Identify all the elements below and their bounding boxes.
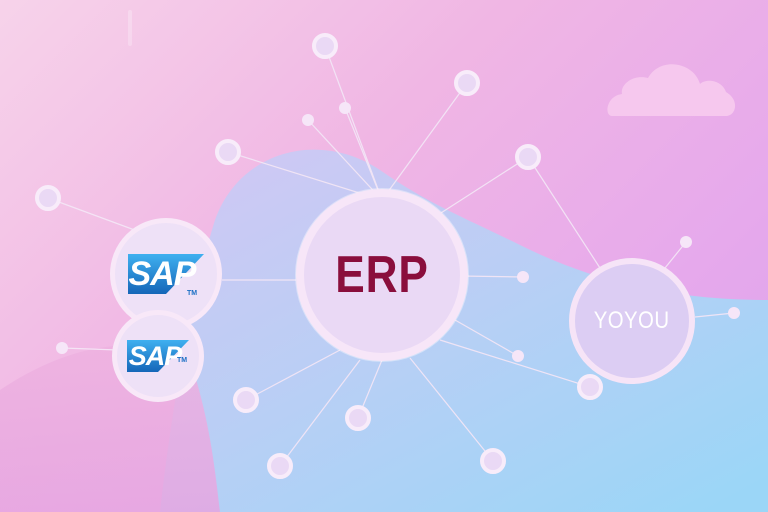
link-line <box>439 339 591 388</box>
sparkle-decoration <box>128 10 132 46</box>
link-line <box>454 319 519 357</box>
link-line <box>459 275 524 278</box>
network-dot <box>302 114 314 126</box>
network-dot <box>680 236 692 248</box>
yoyou-label: YOYOU <box>594 307 670 334</box>
network-dot <box>56 342 68 354</box>
network-node <box>233 387 259 413</box>
network-node <box>577 374 603 400</box>
network-dot <box>512 350 524 362</box>
sap-logo-text: SAP <box>128 340 183 371</box>
yoyou-node: YOYOU <box>569 258 695 384</box>
trademark-mark: TM <box>177 357 188 364</box>
erp-label: ERP <box>335 246 429 304</box>
link-line <box>245 349 341 401</box>
link-line <box>694 312 735 318</box>
network-node <box>35 185 61 211</box>
erp-hub-node: ERP <box>296 189 468 361</box>
network-node <box>515 144 541 170</box>
link-line <box>324 45 383 201</box>
sap-logo-shape <box>128 254 204 294</box>
network-dot <box>339 102 351 114</box>
link-line <box>61 347 119 351</box>
sap-logo-shape <box>127 340 189 372</box>
cloud-icon <box>607 64 736 116</box>
sap-node-secondary: SAP <box>112 310 204 402</box>
trademark-mark: TM <box>187 290 198 297</box>
link-line <box>279 359 361 467</box>
link-line <box>429 156 529 221</box>
link-line <box>344 107 383 201</box>
network-node <box>345 405 371 431</box>
network-dot <box>517 271 529 283</box>
link-line <box>47 197 141 233</box>
sap-logo-text: SAP <box>128 254 197 293</box>
network-node <box>454 70 480 96</box>
network-node <box>312 33 338 59</box>
sap-logo-icon: SAP <box>127 340 189 372</box>
link-line <box>409 357 494 462</box>
link-line <box>307 119 383 201</box>
network-dot <box>728 307 740 319</box>
link-line <box>527 156 601 269</box>
network-node <box>480 448 506 474</box>
sap-logo-icon: SAP <box>128 254 204 294</box>
network-node <box>267 453 293 479</box>
network-node <box>215 139 241 165</box>
link-line <box>381 82 468 201</box>
